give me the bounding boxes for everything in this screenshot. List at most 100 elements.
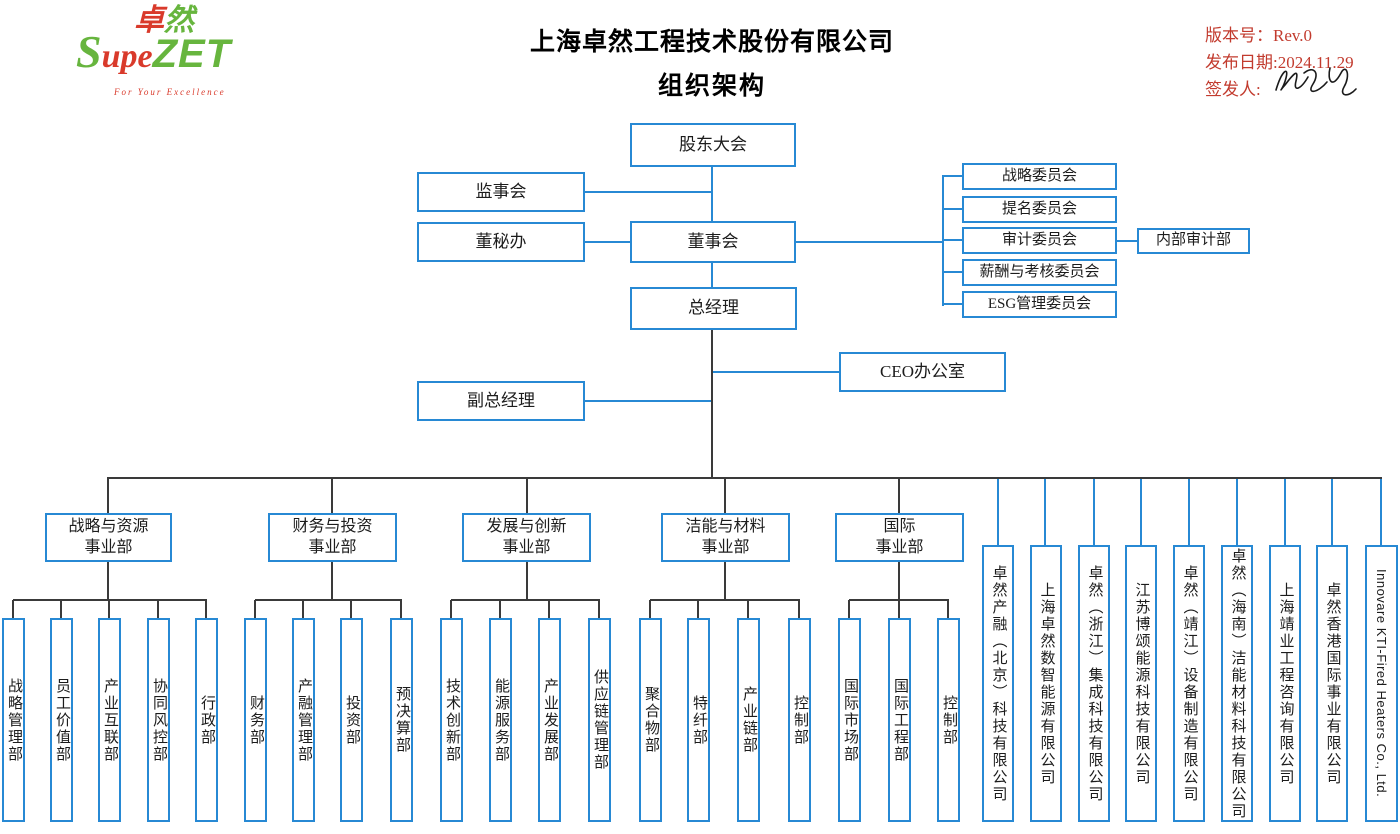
subsidiary-label: 卓然（海南）洁能材料科技有限公司 bbox=[1229, 547, 1246, 820]
box-committee-nomination: 提名委员会 bbox=[962, 196, 1117, 223]
box-division-international: 国际 事业部 bbox=[835, 513, 964, 562]
company-logo: 卓然 SupeZET For Your Excellence bbox=[76, 4, 286, 98]
box-label: 副总经理 bbox=[467, 390, 535, 410]
connector-line bbox=[598, 600, 600, 618]
box-ceo-office: CEO办公室 bbox=[839, 352, 1006, 392]
box-shareholders-meeting: 股东大会 bbox=[630, 123, 796, 167]
dept-box: 产融管理部 bbox=[292, 618, 315, 822]
box-board-of-directors: 董事会 bbox=[630, 221, 796, 263]
box-label: 董秘办 bbox=[475, 231, 527, 251]
dept-label: 控制部 bbox=[792, 694, 808, 746]
box-label: 总经理 bbox=[688, 298, 739, 318]
box-label: 内部审计部 bbox=[1155, 232, 1231, 249]
box-division-finance-investment: 财务与投资 事业部 bbox=[268, 513, 397, 562]
box-supervisory-board: 监事会 bbox=[417, 172, 585, 212]
connector-line bbox=[942, 208, 962, 210]
connector-line bbox=[796, 241, 944, 243]
connector-line bbox=[724, 562, 726, 600]
dept-box: 员工价值部 bbox=[50, 618, 73, 822]
box-label: 监事会 bbox=[475, 181, 527, 201]
connector-line bbox=[107, 562, 109, 600]
dept-box: 能源服务部 bbox=[489, 618, 512, 822]
box-board-secretary-office: 董秘办 bbox=[417, 222, 585, 262]
connector-line bbox=[254, 600, 256, 618]
connector-line bbox=[400, 600, 402, 618]
subsidiary-label: 卓然（靖江）设备制造有限公司 bbox=[1181, 564, 1198, 803]
dept-box: 产业互联部 bbox=[98, 618, 121, 822]
dept-box: 国际市场部 bbox=[838, 618, 861, 822]
connector-line bbox=[898, 562, 900, 600]
connector-line bbox=[1331, 478, 1333, 545]
subsidiary-box: 卓然产融（北京）科技有限公司 bbox=[982, 545, 1014, 822]
box-division-development-innovation: 发展与创新 事业部 bbox=[462, 513, 591, 562]
dept-label: 聚合物部 bbox=[643, 686, 659, 754]
logo-letters-zet: ZET bbox=[152, 32, 232, 76]
subsidiary-label: 卓然香港国际事业有限公司 bbox=[1324, 581, 1341, 786]
subsidiary-label: 卓然产融（北京）科技有限公司 bbox=[990, 564, 1007, 803]
dept-label: 产融管理部 bbox=[296, 677, 312, 763]
dept-box: 财务部 bbox=[244, 618, 267, 822]
release-date: 发布日期:2024.11.29 bbox=[1205, 53, 1354, 72]
dept-label: 战略管理部 bbox=[6, 677, 22, 763]
box-label: 股东大会 bbox=[679, 134, 747, 154]
box-division-strategy-resources: 战略与资源 事业部 bbox=[45, 513, 172, 562]
logo-letter-s: S bbox=[76, 26, 102, 77]
box-general-manager: 总经理 bbox=[630, 287, 797, 330]
box-internal-audit-dept: 内部审计部 bbox=[1137, 228, 1250, 254]
document-meta: 版本号：Rev.0 发布日期:2024.11.29 签发人: bbox=[1205, 22, 1354, 103]
dept-box: 技术创新部 bbox=[440, 618, 463, 822]
connector-line bbox=[331, 562, 333, 600]
connector-line bbox=[585, 400, 713, 402]
dept-box: 产业发展部 bbox=[538, 618, 561, 822]
dept-label: 控制部 bbox=[941, 694, 957, 746]
logo-wordmark: SupeZET bbox=[76, 29, 286, 85]
connector-line bbox=[997, 478, 999, 545]
connector-line bbox=[157, 600, 159, 618]
connector-line bbox=[107, 478, 109, 513]
connector-line bbox=[60, 600, 62, 618]
box-label: 发展与创新 事业部 bbox=[486, 517, 567, 556]
subsidiary-box: 卓然香港国际事业有限公司 bbox=[1316, 545, 1348, 822]
subsidiary-box: 卓然（海南）洁能材料科技有限公司 bbox=[1221, 545, 1253, 822]
connector-line bbox=[1117, 240, 1137, 242]
connector-line bbox=[13, 599, 207, 601]
connector-line bbox=[898, 600, 900, 618]
signature bbox=[1275, 67, 1357, 96]
dept-box: 产业链部 bbox=[737, 618, 760, 822]
box-deputy-general-manager: 副总经理 bbox=[417, 381, 585, 421]
connector-line bbox=[724, 478, 726, 513]
signer-label: 签发人: bbox=[1205, 80, 1261, 99]
subsidiary-label: 上海靖业工程咨询有限公司 bbox=[1277, 581, 1294, 786]
subsidiary-box: 江苏博颂能源科技有限公司 bbox=[1125, 545, 1157, 822]
dept-label: 行政部 bbox=[199, 694, 215, 746]
logo-letters-upe: upe bbox=[101, 38, 153, 75]
connector-line bbox=[526, 478, 528, 513]
connector-line bbox=[12, 600, 14, 618]
box-label: 国际 事业部 bbox=[875, 517, 924, 556]
connector-line bbox=[451, 599, 600, 601]
subsidiary-box: 卓然（浙江）集成科技有限公司 bbox=[1078, 545, 1110, 822]
connector-line bbox=[1284, 478, 1286, 545]
subsidiary-label: 卓然（浙江）集成科技有限公司 bbox=[1086, 564, 1103, 803]
connector-line bbox=[585, 191, 712, 193]
box-label: 薪酬与考核委员会 bbox=[979, 263, 1100, 280]
subsidiary-box: Innovare KTI-Fired Heaters Co., Ltd. bbox=[1365, 545, 1398, 822]
version-number: 版本号：Rev.0 bbox=[1205, 26, 1313, 45]
company-name-title: 上海卓然工程技术股份有限公司 bbox=[529, 29, 894, 56]
connector-line bbox=[1188, 478, 1190, 545]
subsidiary-label: 上海卓然数智能源有限公司 bbox=[1038, 581, 1055, 786]
dept-box: 控制部 bbox=[788, 618, 811, 822]
connector-line bbox=[942, 176, 944, 306]
connector-line bbox=[942, 303, 962, 305]
connector-line bbox=[947, 600, 949, 618]
logo-hanzi-ran: 然 bbox=[164, 4, 194, 37]
connector-line bbox=[711, 167, 713, 221]
dept-box: 投资部 bbox=[340, 618, 363, 822]
box-label: CEO办公室 bbox=[880, 361, 965, 381]
box-label: ESG管理委员会 bbox=[987, 295, 1092, 312]
connector-line bbox=[526, 562, 528, 600]
box-committee-esg: ESG管理委员会 bbox=[962, 291, 1117, 318]
connector-line bbox=[1236, 478, 1238, 545]
connector-line bbox=[1380, 478, 1382, 545]
dept-box: 控制部 bbox=[937, 618, 960, 822]
